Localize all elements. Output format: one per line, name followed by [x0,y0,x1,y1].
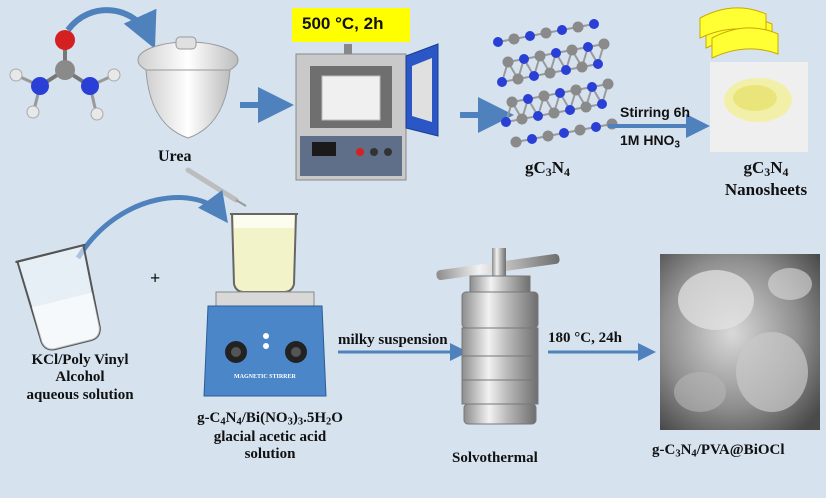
muffle-furnace-icon [295,43,439,181]
nitrogen-atom [523,94,533,104]
carbon-atom [572,21,584,33]
carbon-atom [510,136,522,148]
carbon-atom [544,67,556,79]
stirrer-beaker-icon [230,213,298,293]
carbon-atom [570,84,582,96]
nitrogen-atom [557,25,567,35]
nitrogen-atom [501,117,511,127]
furnace-condition-label: 500 °C, 2h [302,14,384,33]
nanosheets-label: gC3N4 Nanosheets [724,158,808,199]
nitrogen-atom [587,82,597,92]
nitrogen-atom [533,111,543,121]
pipette-icon [185,167,247,207]
curved-arrow-kcl [75,190,228,260]
stirring-label: Stirring 6h [620,104,691,120]
nitrogen-atom [589,19,599,29]
solvothermal-condition-label: 180 °C, 24h [548,330,622,346]
carbon-atom [542,130,554,142]
urea-molecule [9,30,121,121]
nitrogen-atom [31,77,49,95]
carbon-atom [502,56,514,68]
magnetic-stirrer-icon [203,291,327,397]
nitrogen-atom [551,48,561,58]
nitrogen-atom [525,31,535,41]
carbon-atom [602,78,614,90]
nitrogen-atom [597,99,607,109]
milky-suspension-label: milky suspension [338,332,448,348]
oxygen-atom [55,30,75,50]
sem-image [660,254,820,430]
carbon-atom [574,124,586,136]
carbon-atom [540,27,552,39]
carbon-atom [538,90,550,102]
plus-sign: + [150,268,161,288]
stirrer-panel-text: MAGNETIC STIRRER [234,374,296,380]
gcn-network-structure [493,19,618,148]
nitrogen-atom [493,37,503,47]
carbon-atom [512,73,524,85]
autoclave-icon [436,248,560,425]
carbon-atom [548,107,560,119]
nitrogen-atom [565,105,575,115]
nitrogen-atom [529,71,539,81]
carbon-atom [534,50,546,62]
nitrogen-atom [81,77,99,95]
nanosheets-icon [699,7,808,152]
nitrogen-atom [559,128,569,138]
nitrogen-atom [591,122,601,132]
nitrogen-atom [561,65,571,75]
carbon-atom [506,96,518,108]
kcl-beaker-icon [15,243,101,351]
nitrogen-atom [593,59,603,69]
nitrogen-atom [519,54,529,64]
curved-arrow-urea [65,7,157,49]
furnace-condition-box [292,8,410,42]
carbon-atom [576,61,588,73]
urea-label: Urea [158,148,192,165]
crucible-icon [137,36,239,139]
kcl-label: KCl/Poly Vinyl Alcohol aqueous solution [26,352,134,403]
product-label: g-C3N4/PVA@BiOCl [652,442,785,460]
nitrogen-atom [555,88,565,98]
nitrogen-atom [527,134,537,144]
nitrogen-atom [583,42,593,52]
solvothermal-label: Solvothermal [452,450,538,466]
carbon-atom [598,38,610,50]
precursor-label: g-C4N4/Bi(NO3)3.5H2O glacial acetic acid… [197,410,343,462]
carbon-atom [516,113,528,125]
nitrogen-atom [497,77,507,87]
carbon-atom [566,44,578,56]
carbon-atom [55,60,75,80]
gcn-label: gC3N4 [525,158,570,179]
carbon-atom [580,101,592,113]
carbon-atom [508,33,520,45]
acid-label: 1M HNO3 [620,132,680,151]
